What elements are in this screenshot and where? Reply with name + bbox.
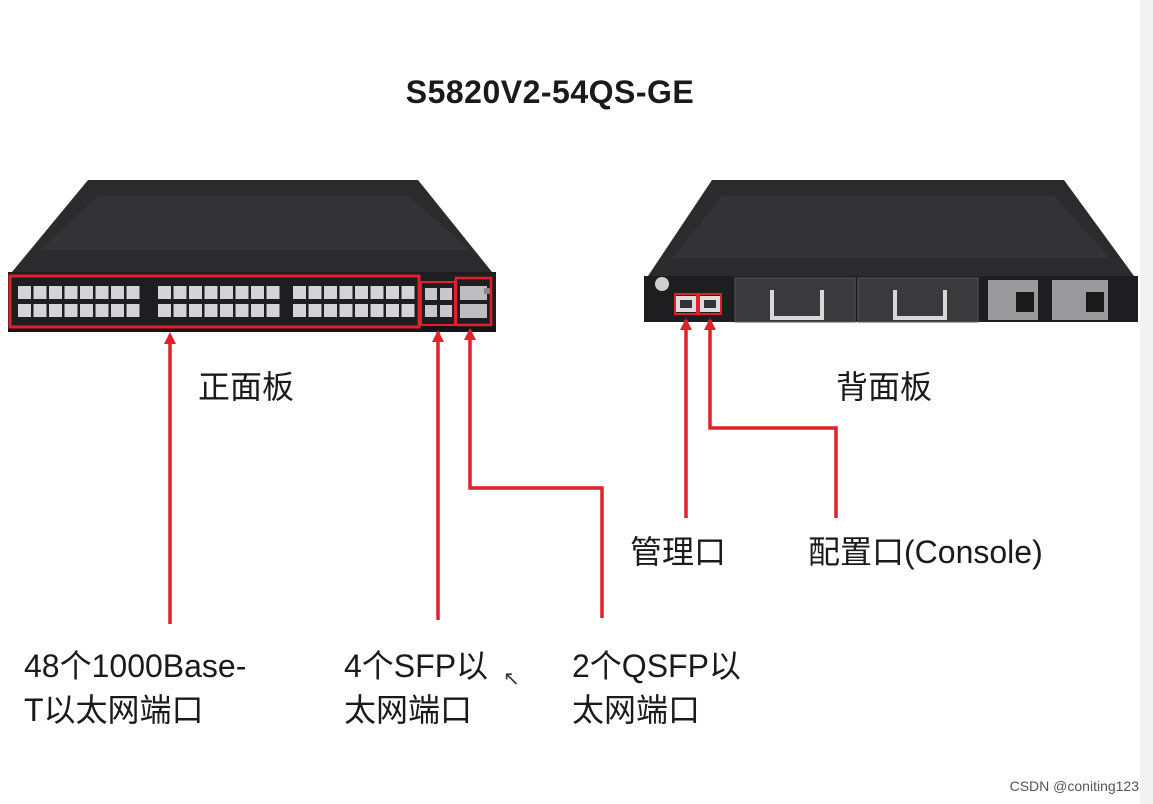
- rj45-port: [251, 286, 264, 299]
- rj45-port: [355, 286, 368, 299]
- rj45-port: [204, 286, 218, 299]
- sfp-port: [440, 288, 452, 300]
- rj45-port: [386, 286, 399, 299]
- rj45-port: [173, 286, 187, 299]
- rj45-port: [189, 286, 202, 299]
- sfp-port: [425, 305, 437, 317]
- sfp-ports-label-line2: 太网端口: [344, 692, 473, 728]
- sfp-ports-label-line1: 4个SFP以: [344, 648, 489, 684]
- qsfp-port-block: [460, 286, 487, 318]
- rj45-port: [95, 304, 109, 317]
- rj45-port: [308, 304, 322, 317]
- console-port-label: 配置口(Console): [808, 534, 1043, 570]
- console-port-highlight-box: [698, 293, 722, 315]
- rj45-port: [126, 286, 140, 299]
- rj45-port: [111, 304, 124, 317]
- rj45-port: [324, 286, 337, 299]
- rj45-port: [49, 304, 62, 317]
- front-switch-image: [8, 180, 496, 332]
- qsfp-port: [460, 304, 487, 318]
- sfp-port-block: [425, 288, 452, 317]
- rj45-port: [18, 286, 31, 299]
- rj45-port: [235, 304, 249, 317]
- rj45-port: [95, 286, 109, 299]
- rj45-port: [111, 286, 124, 299]
- arrowheads: [164, 318, 716, 344]
- console-leader-line: [708, 320, 838, 518]
- rj45-port: [266, 286, 280, 299]
- sfp-port: [440, 305, 452, 317]
- sfp-port: [425, 288, 437, 300]
- rj45-port: [80, 286, 93, 299]
- rj45-port: [189, 304, 202, 317]
- rj45-port: [370, 304, 384, 317]
- page-edge: [1140, 0, 1153, 804]
- watermark: CSDN @coniting123: [1009, 778, 1139, 794]
- rj45-port: [266, 304, 280, 317]
- rj45-port: [370, 286, 384, 299]
- sfp-ports-label: 4个SFP以 太网端口: [344, 644, 488, 732]
- mouse-cursor-icon: ↖: [503, 668, 520, 690]
- rj45-port: [401, 286, 415, 299]
- qsfp-leader-line: [468, 330, 604, 618]
- rj45-ports-label-line2: T以太网端口: [24, 692, 204, 728]
- rj45-port: [80, 304, 93, 317]
- rj45-port: [401, 304, 415, 317]
- qsfp-highlight-box: [454, 276, 493, 327]
- rj45-port: [64, 304, 78, 317]
- page-title: S5820V2-54QS-GE: [405, 74, 695, 110]
- rj45-port: [293, 286, 306, 299]
- mgmt-port-label: 管理口: [630, 534, 727, 570]
- rj45-port: [64, 286, 78, 299]
- rj45-port: [251, 304, 264, 317]
- rj45-port: [386, 304, 399, 317]
- mgmt-port-highlight-box: [674, 293, 698, 315]
- back-panel-label: 背面板: [836, 369, 933, 405]
- leader-lines: [168, 320, 838, 624]
- rj45-port: [173, 304, 187, 317]
- rj45-port: [158, 304, 171, 317]
- rj45-port: [293, 304, 306, 317]
- rj45-port: [235, 286, 249, 299]
- back-switch-image: [644, 180, 1138, 323]
- rj45-port: [220, 286, 233, 299]
- qsfp-port: [460, 286, 487, 300]
- rj45-port: [308, 286, 322, 299]
- rj45-ports-label-line1: 48个1000Base-: [24, 648, 247, 684]
- rj45-port: [18, 304, 31, 317]
- rj45-port: [339, 304, 353, 317]
- qsfp-ports-label-line2: 太网端口: [572, 692, 701, 728]
- rj45-port: [339, 286, 353, 299]
- rj45-port: [33, 304, 47, 317]
- rj45-port: [324, 304, 337, 317]
- rj45-port: [220, 304, 233, 317]
- rj45-highlight-box: [8, 274, 421, 329]
- rj45-port: [33, 286, 47, 299]
- rj45-port: [204, 304, 218, 317]
- rj45-port-block: [18, 286, 415, 317]
- rj45-port: [355, 304, 368, 317]
- front-panel-label: 正面板: [198, 369, 295, 405]
- rj45-port: [158, 286, 171, 299]
- rj45-ports-label: 48个1000Base- T以太网端口: [24, 644, 246, 732]
- rj45-port: [126, 304, 140, 317]
- rj45-port: [49, 286, 62, 299]
- qsfp-ports-label: 2个QSFP以 太网端口: [572, 644, 741, 732]
- qsfp-ports-label-line1: 2个QSFP以: [572, 648, 741, 684]
